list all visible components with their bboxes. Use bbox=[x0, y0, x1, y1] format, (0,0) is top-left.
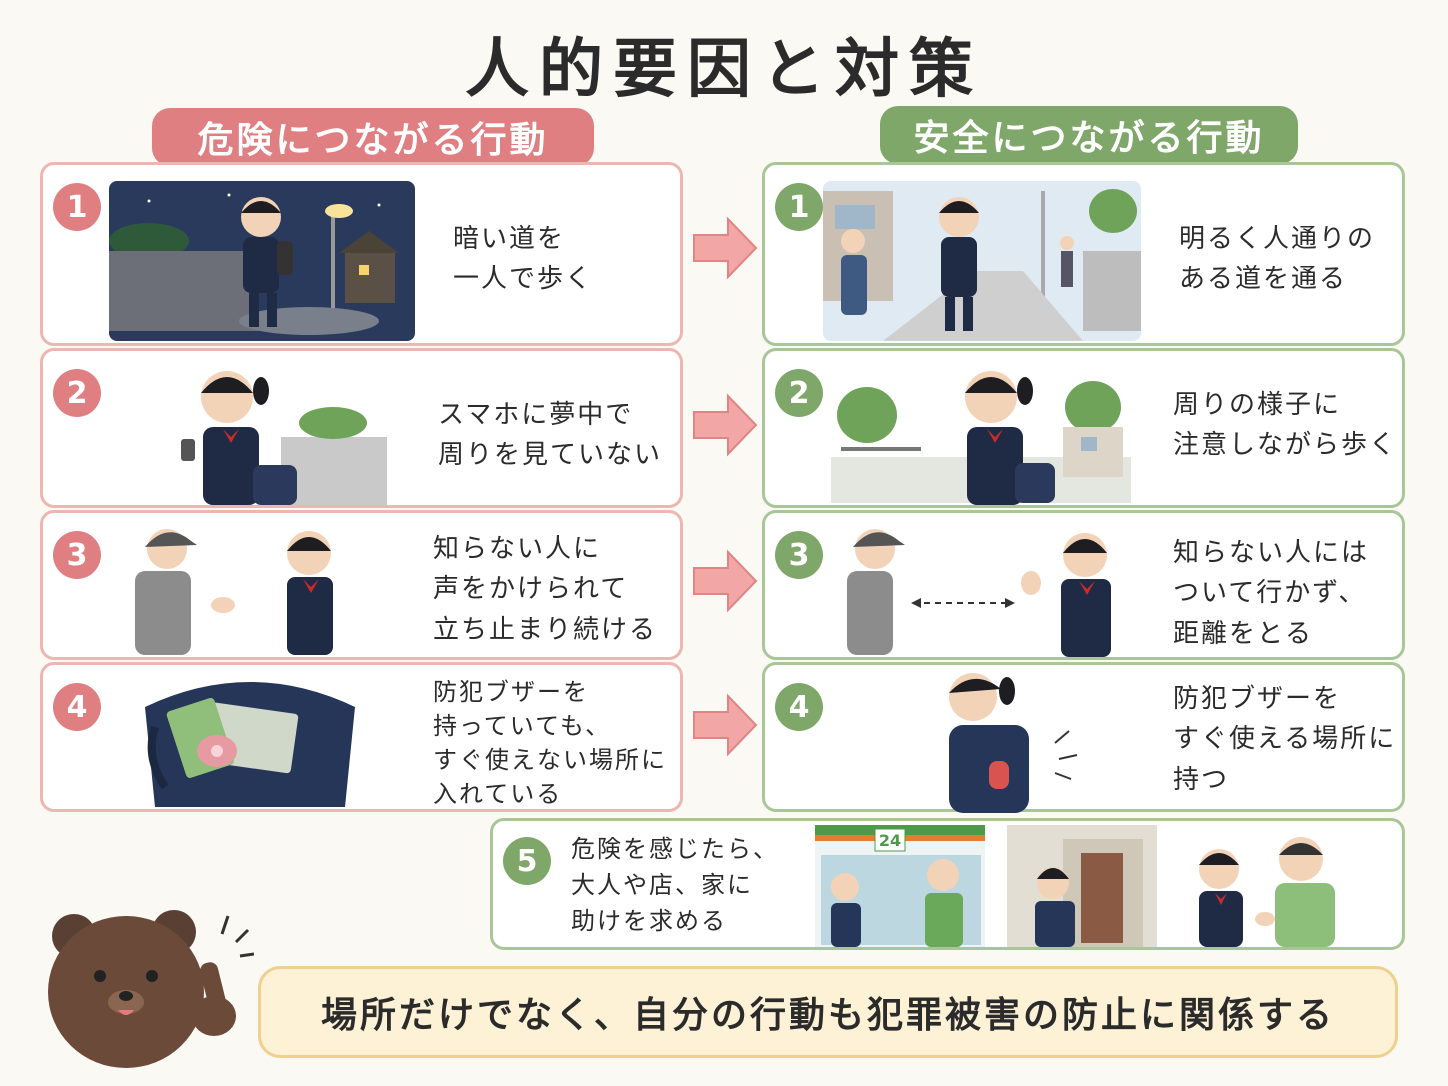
arrow-right-icon bbox=[693, 693, 758, 757]
arrow-right-icon bbox=[693, 549, 758, 613]
arrow-right-icon bbox=[693, 216, 758, 280]
danger-text-3: 知らない人に 声をかけられて 立ち止まり続ける bbox=[433, 534, 658, 645]
danger-card-1: 1 暗い道を 一人で歩く bbox=[40, 162, 683, 346]
safe-number-4: 4 bbox=[775, 683, 823, 731]
safe-text-4: 防犯ブザーを すぐ使える場所に 持つ bbox=[1173, 684, 1397, 795]
safe-number-1: 1 bbox=[775, 183, 823, 231]
safe-number-2: 2 bbox=[775, 369, 823, 417]
safe-card-3: 3 知らない人には ついて行かず、 距離をとる bbox=[762, 510, 1405, 660]
store-help-illustration: 24 bbox=[815, 825, 985, 947]
danger-card-2: 2 スマホに夢中で 周りを見ていない bbox=[40, 348, 683, 508]
safe-text-2: 周りの様子に 注意しながら歩く bbox=[1173, 390, 1398, 461]
store-sign: 24 bbox=[879, 831, 901, 850]
danger-number-3: 3 bbox=[53, 531, 101, 579]
safe-card-4: 4 防犯ブザーを すぐ使える場所に 持つ bbox=[762, 662, 1405, 813]
safe-number-3: 3 bbox=[775, 531, 823, 579]
danger-text-4: 防犯ブザーを 持っていても、 すぐ使えない場所に 入れている bbox=[433, 678, 667, 809]
night-street-illustration bbox=[109, 181, 415, 341]
danger-header: 危険につながる行動 bbox=[152, 108, 594, 166]
safe-text-1: 明るく人通りの ある道を通る bbox=[1179, 224, 1376, 295]
phone-walking-illustration bbox=[181, 371, 387, 505]
danger-number-4: 4 bbox=[53, 683, 101, 731]
summary-banner: 場所だけでなく、自分の行動も犯罪被害の防止に関係する bbox=[258, 966, 1398, 1058]
danger-card-4: 4 防犯ブザーを 持っていても、 すぐ使えない場所に 入れている bbox=[40, 662, 683, 812]
safe-header: 安全につながる行動 bbox=[880, 106, 1298, 164]
adult-help-illustration bbox=[1199, 837, 1335, 947]
arrow-right-icon bbox=[693, 393, 758, 457]
bright-street-illustration bbox=[823, 181, 1141, 341]
safe-number-5: 5 bbox=[503, 837, 551, 885]
safe-card-1: 1 明るく人通りの ある道を通る bbox=[762, 162, 1405, 346]
danger-text-1: 暗い道を 一人で歩く bbox=[453, 224, 594, 295]
danger-number-1: 1 bbox=[53, 183, 101, 231]
safe-card-2: 2 周りの様子に 注意しながら歩く bbox=[762, 348, 1405, 508]
safe-text-3: 知らない人には ついて行かず、 距離をとる bbox=[1173, 538, 1370, 649]
keep-distance-illustration bbox=[847, 529, 1111, 657]
stranger-approach-illustration bbox=[135, 529, 333, 655]
bear-mascot-illustration bbox=[48, 910, 254, 1068]
house-help-illustration bbox=[1007, 825, 1157, 947]
danger-number-2: 2 bbox=[53, 369, 101, 417]
danger-text-2: スマホに夢中で 周りを見ていない bbox=[438, 400, 663, 471]
page-title: 人的要因と対策 bbox=[465, 33, 983, 107]
bag-buzzer-buried-illustration bbox=[145, 682, 355, 807]
danger-card-3: 3 知らない人に 声をかけられて 立ち止まり続ける bbox=[40, 510, 683, 660]
buzzer-ready-illustration bbox=[949, 673, 1078, 813]
safe-card-5: 5 危険を感じたら、 大人や店、家に 助けを求める 24 bbox=[490, 818, 1405, 950]
attentive-walking-illustration bbox=[831, 371, 1131, 505]
safe-text-5: 危険を感じたら、 大人や店、家に 助けを求める bbox=[571, 835, 779, 935]
